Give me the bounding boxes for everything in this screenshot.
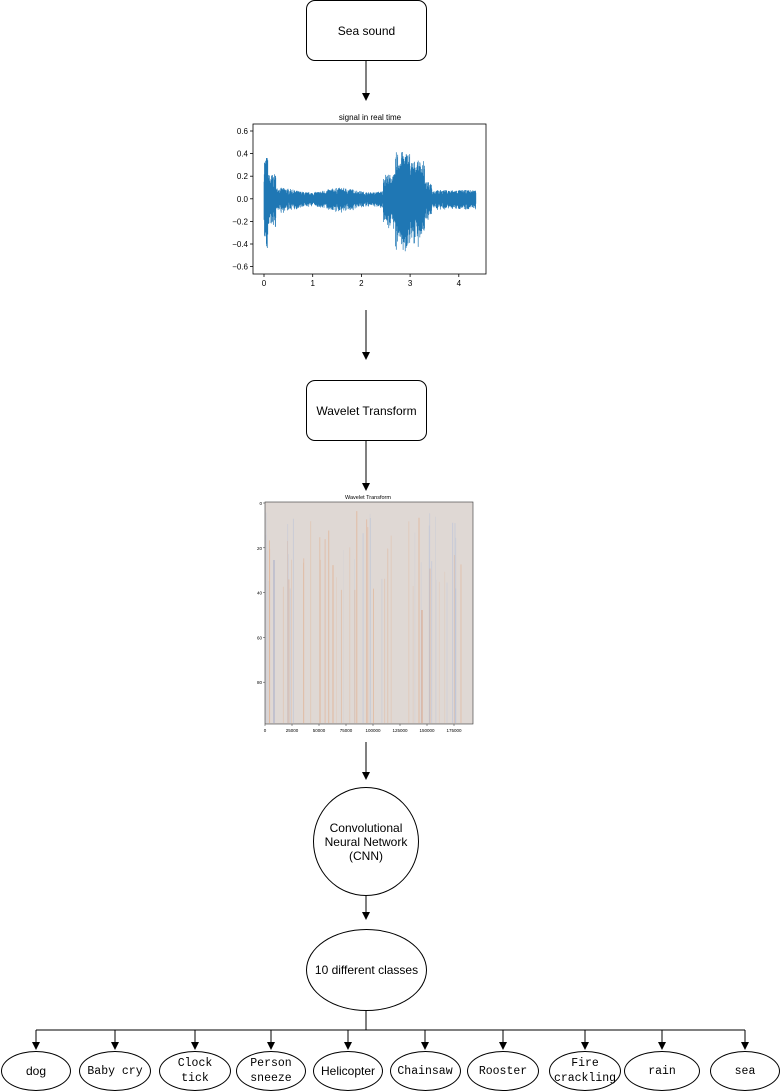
wavelet-plot-title: Wavelet Transform bbox=[345, 495, 391, 501]
wavelet-plot: Wavelet Transform 0 20 40 60 80 0 25000 50000 7… bbox=[257, 495, 474, 733]
signal-y-tick-label: 0.4 bbox=[237, 150, 249, 159]
signal-plot-title: signal in real time bbox=[339, 113, 402, 122]
class-node: Baby cry bbox=[79, 1051, 151, 1091]
wavelet-x-tick-label: 175000 bbox=[446, 728, 462, 733]
wavelet-x-tick-label: 25000 bbox=[286, 728, 299, 733]
class-node: rain bbox=[624, 1051, 700, 1091]
signal-x-tick-label: 4 bbox=[457, 279, 462, 288]
class-label: rain bbox=[648, 1064, 676, 1078]
signal-y-tick-label: 0.6 bbox=[237, 127, 249, 136]
signal-plot: signal in real time 0.6 0.4 0.2 0.0 −0.2 −0.4… bbox=[232, 113, 487, 288]
class-node: sea bbox=[710, 1051, 780, 1091]
signal-y-tick-label: −0.2 bbox=[232, 217, 248, 226]
signal-x-tick-label: 0 bbox=[262, 279, 267, 288]
wavelet-y-tick-label: 0 bbox=[259, 501, 262, 506]
wavelet-scalogram bbox=[264, 501, 474, 725]
wavelet-x-tick-label: 75000 bbox=[340, 728, 353, 733]
classes-node: 10 different classes bbox=[306, 929, 427, 1011]
signal-y-tick-label: −0.4 bbox=[232, 240, 248, 249]
class-label: dog bbox=[25, 1064, 47, 1078]
signal-y-tick-label: 0.2 bbox=[237, 172, 249, 181]
signal-x-tick-label: 3 bbox=[408, 279, 413, 288]
signal-y-tick-label: −0.6 bbox=[232, 263, 248, 272]
wavelet-y-tick-label: 60 bbox=[257, 635, 263, 640]
class-node: dog bbox=[1, 1051, 71, 1091]
wavelet-x-tick-label: 100000 bbox=[365, 728, 381, 733]
class-label: Fire crackling bbox=[553, 1057, 617, 1085]
signal-x-tick-label: 1 bbox=[310, 279, 315, 288]
class-node: Person sneeze bbox=[236, 1051, 306, 1091]
wavelet-x-tick-label: 50000 bbox=[313, 728, 326, 733]
class-label: Baby cry bbox=[87, 1064, 143, 1078]
class-node: Chainsaw bbox=[389, 1051, 461, 1091]
wavelet-transform-label: Wavelet Transform bbox=[316, 403, 417, 418]
cnn-node: Convolutional Neural Network (CNN) bbox=[313, 787, 419, 896]
class-label: Rooster bbox=[478, 1064, 528, 1078]
signal-waveform bbox=[263, 152, 477, 252]
wavelet-y-tick-label: 20 bbox=[257, 546, 263, 551]
sea-sound-box: Sea sound bbox=[306, 0, 427, 61]
sea-sound-label: Sea sound bbox=[337, 23, 396, 38]
class-label: Chainsaw bbox=[397, 1064, 453, 1078]
cnn-label: Convolutional Neural Network (CNN) bbox=[324, 820, 408, 863]
wavelet-y-tick-label: 80 bbox=[257, 680, 263, 685]
wavelet-x-tick-label: 150000 bbox=[419, 728, 435, 733]
class-node: Helicopter bbox=[313, 1051, 383, 1091]
wavelet-transform-box: Wavelet Transform bbox=[306, 380, 427, 441]
class-node: Rooster bbox=[467, 1051, 539, 1091]
class-node: Clock tick bbox=[159, 1051, 231, 1091]
signal-y-tick-label: 0.0 bbox=[237, 195, 249, 204]
wavelet-x-tick-label: 125000 bbox=[392, 728, 408, 733]
classes-label: 10 different classes bbox=[314, 963, 419, 977]
class-label: Helicopter bbox=[320, 1064, 376, 1078]
class-label: Clock tick bbox=[177, 1057, 213, 1085]
class-label: Person sneeze bbox=[250, 1057, 292, 1085]
signal-x-tick-label: 2 bbox=[359, 279, 364, 288]
class-label: sea bbox=[734, 1064, 756, 1078]
class-node: Fire crackling bbox=[549, 1051, 621, 1091]
wavelet-x-tick-label: 0 bbox=[264, 728, 267, 733]
wavelet-y-tick-label: 40 bbox=[257, 591, 263, 596]
